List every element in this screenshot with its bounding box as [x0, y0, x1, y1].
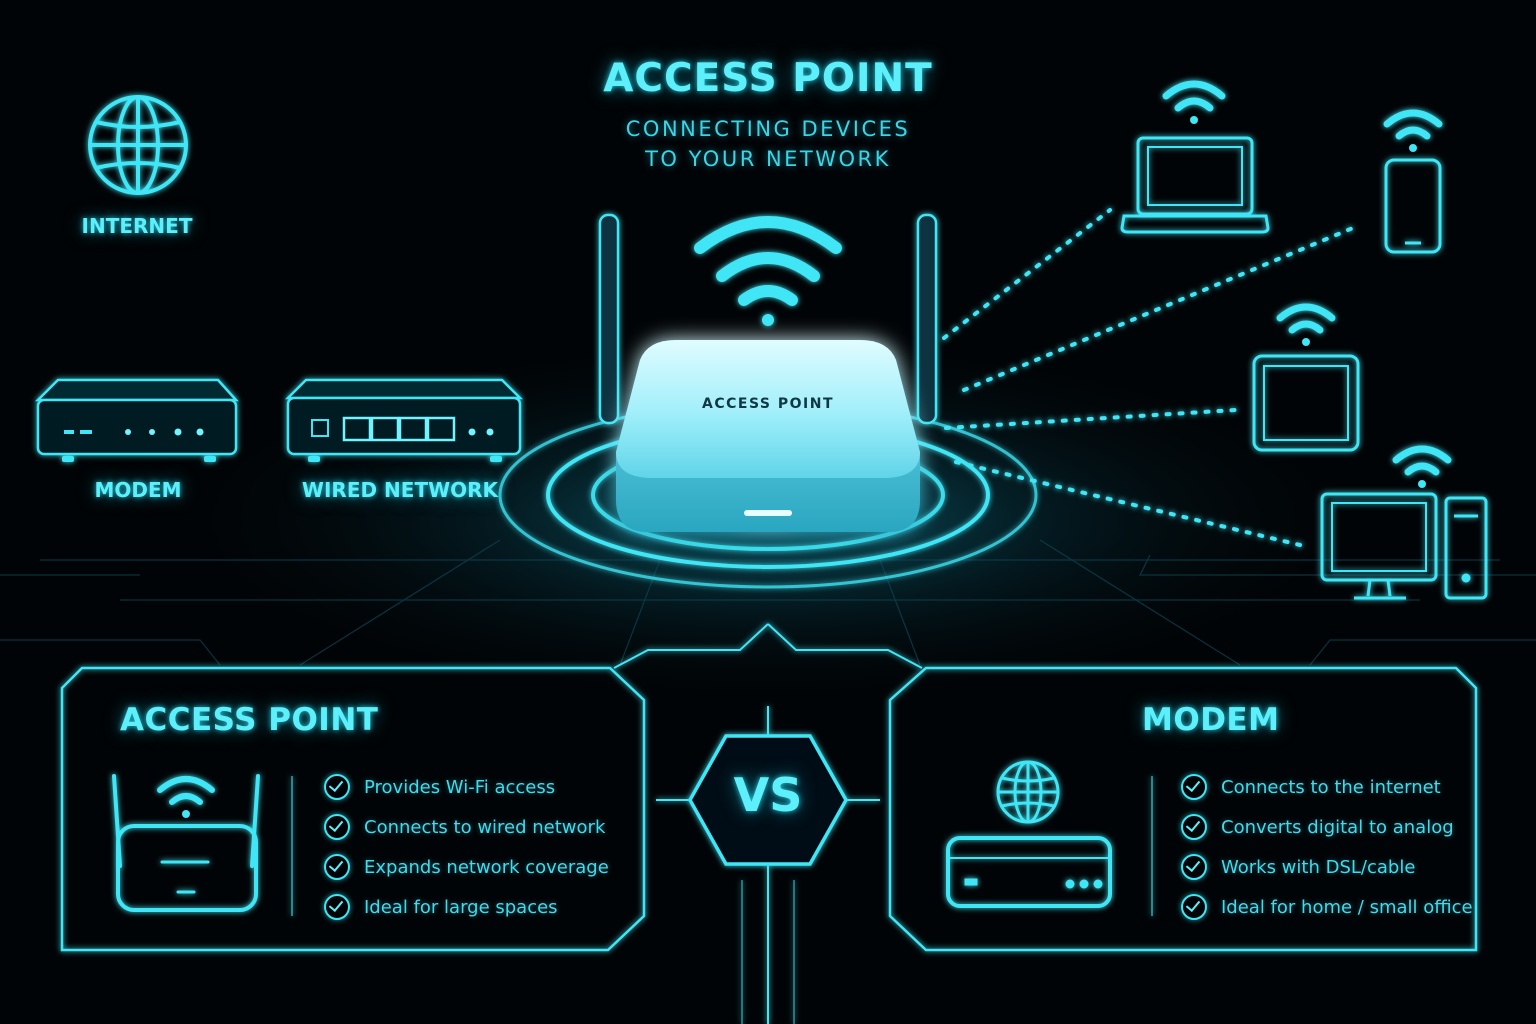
feature-item: Ideal for home / small office	[1181, 887, 1473, 927]
ap-device-label: ACCESS POINT	[702, 396, 834, 412]
tablet-wifi-icon	[1276, 303, 1336, 334]
desktop-icon	[1320, 492, 1488, 600]
subtitle-line-1: CONNECTING DEVICES	[625, 117, 911, 141]
modem-label: MODEM	[94, 478, 182, 502]
feature-item: Converts digital to analog	[1181, 807, 1473, 847]
floor-grid	[0, 539, 1536, 666]
feature-item: Expands network coverage	[324, 847, 609, 887]
laptop-wifi-dot	[1190, 116, 1198, 124]
check-icon	[324, 814, 350, 840]
check-icon	[324, 774, 350, 800]
internet-label: INTERNET	[81, 214, 193, 238]
feature-item: Provides Wi-Fi access	[324, 767, 609, 807]
feature-text: Expands network coverage	[364, 856, 609, 878]
smartphone-icon	[1384, 158, 1442, 254]
access-point-icon	[112, 774, 260, 912]
modem-icon	[34, 378, 239, 462]
vs-badge	[613, 623, 923, 1024]
feature-item: Ideal for large spaces	[324, 887, 609, 927]
access-point-device	[616, 340, 920, 532]
ap-wifi-icon	[694, 216, 842, 306]
tablet-icon	[1252, 354, 1360, 452]
check-icon	[1181, 854, 1207, 880]
check-icon	[1181, 814, 1207, 840]
check-icon	[1181, 894, 1207, 920]
access-point-panel-title: ACCESS POINT	[120, 702, 379, 738]
feature-text: Connects to the internet	[1221, 776, 1441, 798]
access-point-panel	[60, 666, 646, 952]
desktop-wifi-dot	[1418, 480, 1426, 488]
smartphone-wifi-icon	[1383, 109, 1443, 140]
modem-globe-icon	[946, 760, 1112, 908]
wireless-links	[942, 208, 1362, 547]
laptop-icon	[1120, 136, 1270, 234]
page-subtitle: CONNECTING DEVICES TO YOUR NETWORK	[0, 114, 1536, 174]
feature-text: Ideal for large spaces	[364, 896, 558, 918]
network-switch-icon	[284, 378, 524, 462]
modem-panel	[888, 666, 1478, 952]
ap-antennas	[598, 213, 938, 425]
feature-text: Provides Wi-Fi access	[364, 776, 556, 798]
modem-feature-list: Connects to the internet Converts digita…	[1181, 767, 1473, 927]
check-icon	[324, 854, 350, 880]
feature-text: Ideal for home / small office	[1221, 896, 1473, 918]
feature-item: Works with DSL/cable	[1181, 847, 1473, 887]
feature-item: Connects to the internet	[1181, 767, 1473, 807]
check-icon	[1181, 774, 1207, 800]
check-icon	[324, 894, 350, 920]
feature-text: Converts digital to analog	[1221, 816, 1454, 838]
feature-item: Connects to wired network	[324, 807, 609, 847]
feature-text: Connects to wired network	[364, 816, 606, 838]
access-point-icon-dot	[182, 810, 190, 818]
desktop-wifi-icon	[1392, 445, 1452, 476]
page-title: ACCESS POINT	[603, 56, 933, 101]
internet-globe-icon	[88, 95, 188, 195]
subtitle-line-2: TO YOUR NETWORK	[645, 147, 891, 171]
ap-wifi-dot	[762, 314, 774, 326]
smartphone-wifi-dot	[1409, 144, 1417, 152]
wired-network-label: WIRED NETWORK	[301, 478, 499, 502]
access-point-feature-list: Provides Wi-Fi access Connects to wired …	[324, 767, 609, 927]
tablet-wifi-dot	[1302, 338, 1310, 346]
laptop-wifi-icon	[1162, 80, 1226, 112]
feature-text: Works with DSL/cable	[1221, 856, 1416, 878]
vs-label: VS	[733, 768, 803, 822]
modem-panel-title: MODEM	[1142, 702, 1280, 738]
